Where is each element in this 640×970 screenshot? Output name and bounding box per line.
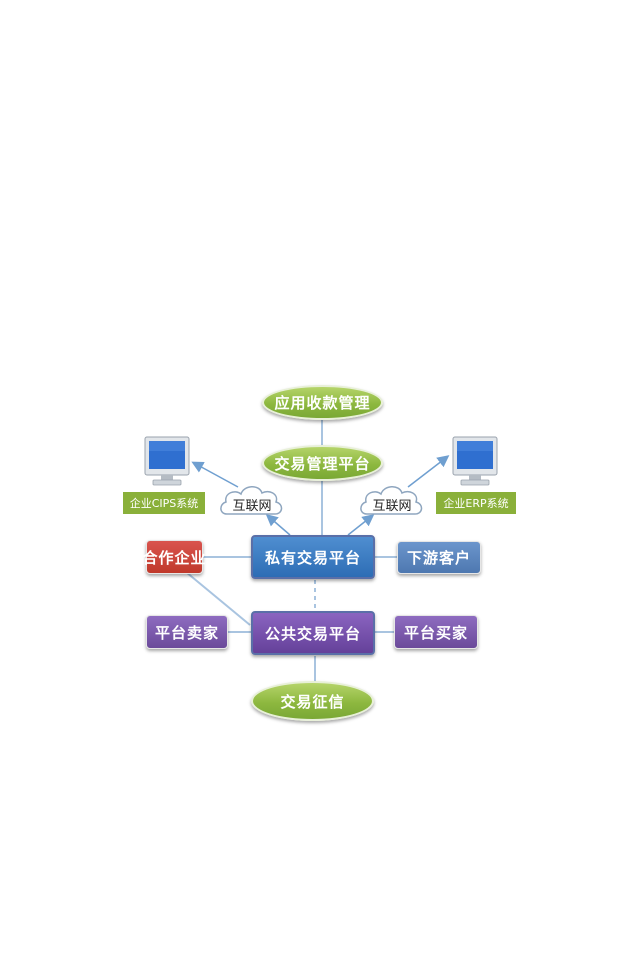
cloud-icon [220,486,283,515]
node-platform-seller: 平台卖家 [146,615,228,649]
cloud-label-left: 互联网 [232,498,272,514]
node-downstream-customer: 下游客户 [397,541,481,574]
cloud-label-right: 互联网 [372,498,412,514]
node-platform-buyer: 平台买家 [394,615,478,649]
monitor-icon [144,436,190,486]
label-cips-system: 企业CIPS系统 [123,492,205,514]
arrow-cloud-right-to-monitor [407,455,450,488]
arrow-cloud-left-to-monitor [191,461,239,488]
node-private-trade-platform: 私有交易平台 [251,535,375,579]
node-trade-credit: 交易征信 [251,681,374,721]
arrow-private-to-cloud-right [347,514,375,536]
node-public-trade-platform: 公共交易平台 [251,611,375,655]
cloud-icon [360,486,423,515]
node-partner-enterprise: 合作企业 [143,540,206,574]
label-erp-system: 企业ERP系统 [436,492,516,514]
node-trade-management-platform: 交易管理平台 [262,445,383,481]
node-receivables-management: 应用收款管理 [262,385,383,420]
line-partner-public [185,571,251,626]
monitor-icon [452,436,498,486]
arrow-private-to-cloud-left [265,514,291,536]
